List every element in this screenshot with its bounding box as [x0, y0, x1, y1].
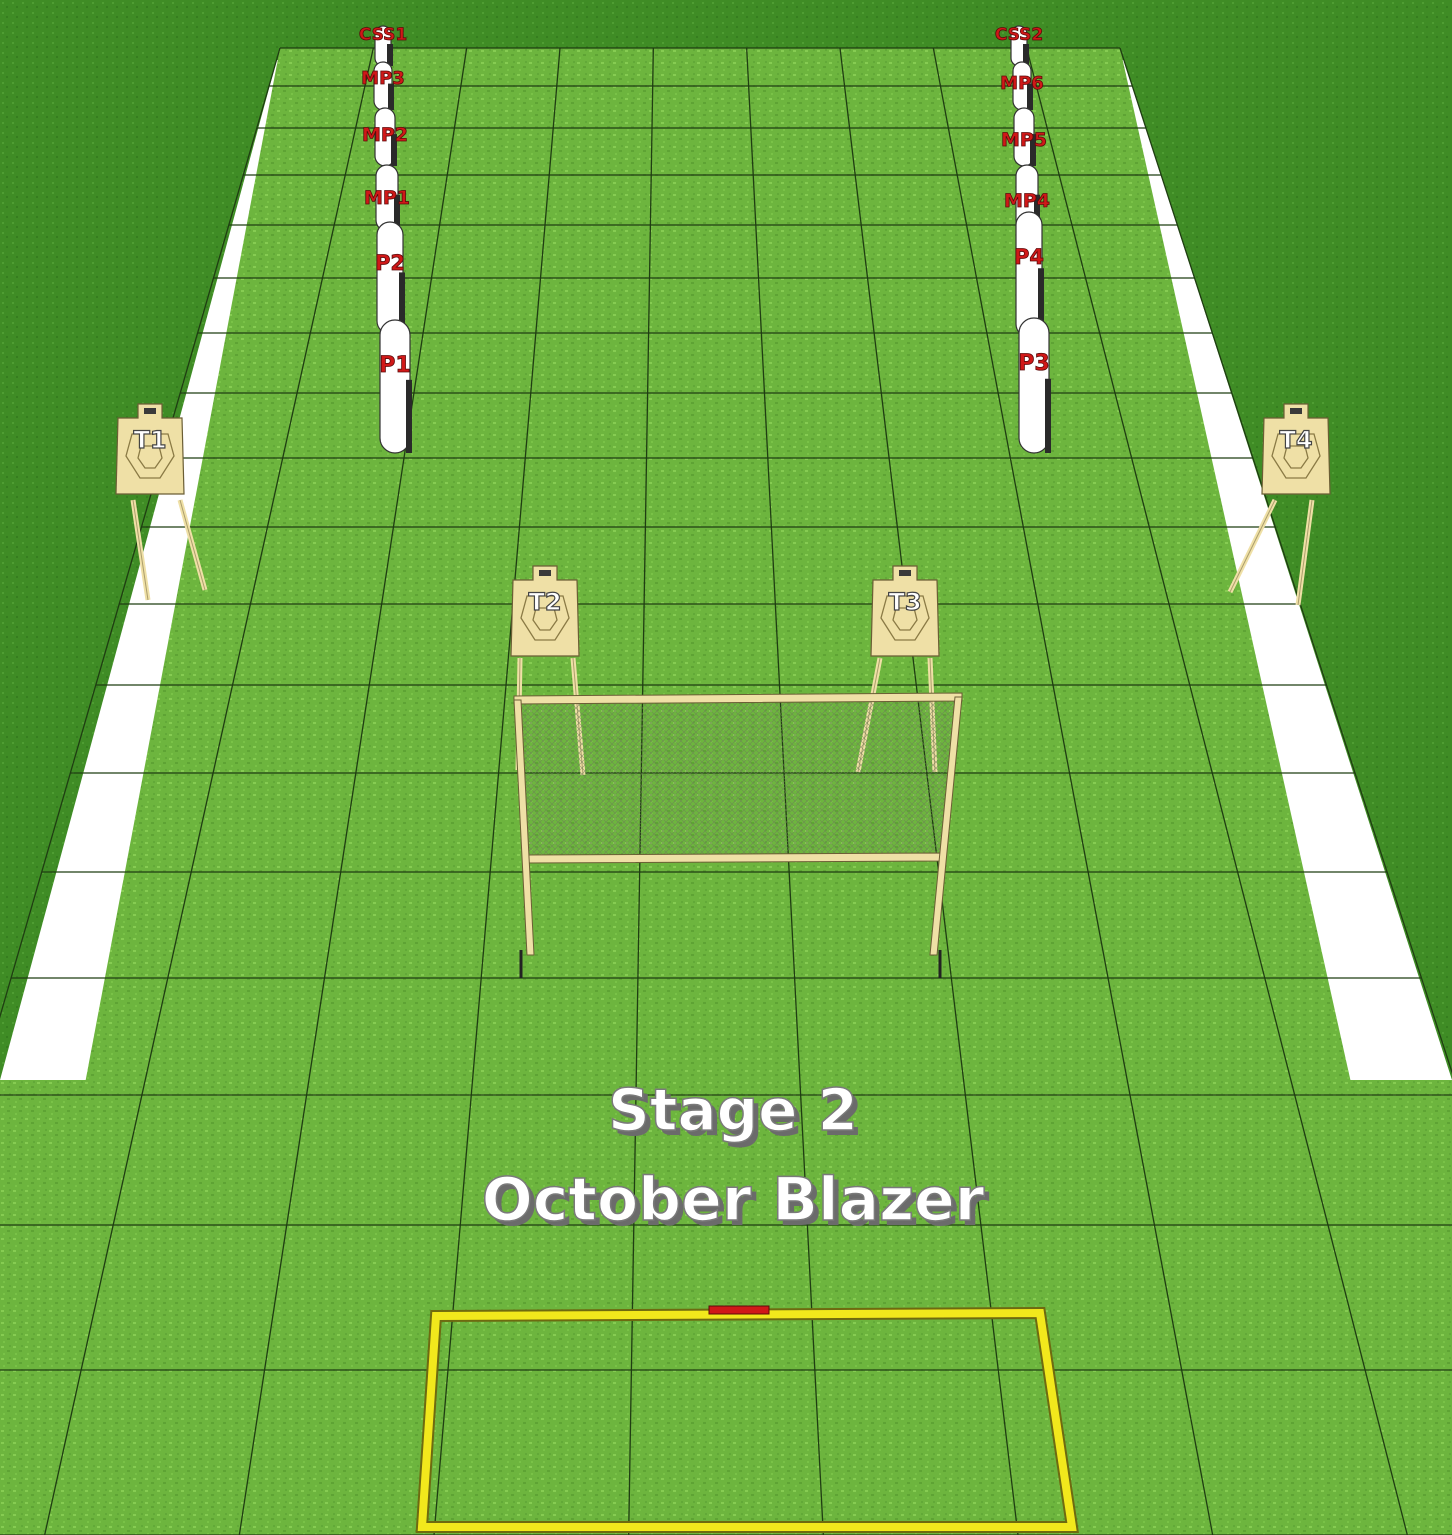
popper-label: MP1: [364, 187, 410, 209]
popper-p3: P3: [1018, 318, 1051, 453]
popper-label: MP5: [1001, 129, 1047, 151]
popper-label: P2: [375, 251, 405, 275]
popper-label: CSS1: [359, 25, 407, 45]
target-label: T3: [888, 588, 921, 616]
barricade-mesh: [520, 697, 958, 860]
popper-label: MP3: [361, 68, 405, 89]
popper-label: MP6: [1000, 73, 1044, 94]
popper-label: P3: [1018, 351, 1049, 376]
popper-label: P1: [379, 353, 410, 378]
target-label: T1: [133, 426, 166, 454]
start-marker: [709, 1306, 769, 1314]
popper-label: MP4: [1004, 190, 1050, 212]
target-label: T4: [1279, 426, 1312, 454]
barricade-bottom-rail: [527, 853, 944, 863]
popper-label: MP2: [362, 124, 408, 146]
stage-title: Stage 2: [608, 1076, 858, 1144]
stage-subtitle: October Blazer: [482, 1165, 985, 1235]
popper-p1: P1: [379, 320, 412, 453]
popper-p2: P2: [375, 222, 405, 334]
target-label: T2: [528, 588, 561, 616]
popper-label: P4: [1014, 245, 1044, 269]
popper-label: CSS2: [995, 25, 1043, 45]
